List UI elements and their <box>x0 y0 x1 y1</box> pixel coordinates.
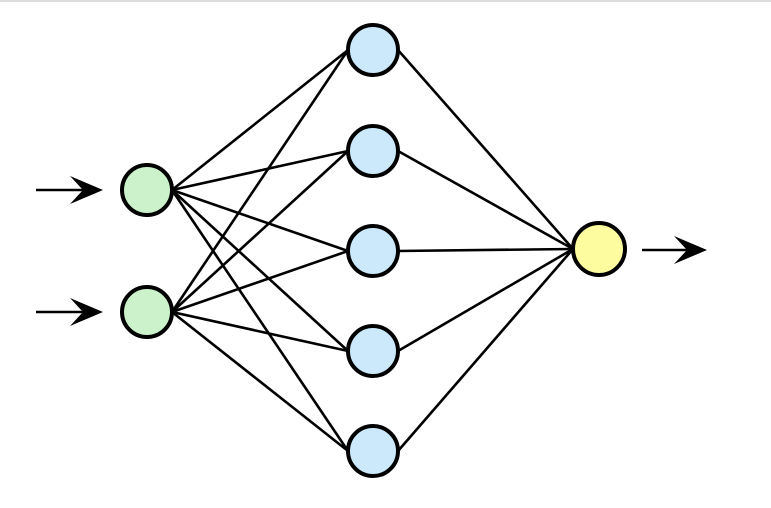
input-node-2 <box>120 285 174 339</box>
edge-h1-o1 <box>397 49 574 250</box>
hidden-node-5 <box>346 424 400 478</box>
output-arrow-head <box>674 236 707 264</box>
edge-h5-o1 <box>397 248 574 452</box>
edge-i2-h2 <box>171 150 349 313</box>
edge-i2-h4 <box>171 310 349 353</box>
hidden-node-4 <box>346 324 400 378</box>
output-node-1 <box>571 221 627 277</box>
hidden-node-1 <box>346 23 400 77</box>
edge-h4-o1 <box>397 247 574 353</box>
edge-i1-h2 <box>171 149 349 192</box>
edge-i2-h1 <box>170 49 350 313</box>
input-node-1 <box>120 163 174 217</box>
edge-i2-h5 <box>171 310 349 453</box>
input-arrow-1-head <box>70 176 103 204</box>
edge-h2-o1 <box>397 149 574 251</box>
edge-i1-h3 <box>171 188 349 253</box>
hidden-node-2 <box>346 124 400 178</box>
edge-i1-h1 <box>171 48 349 192</box>
hidden-node-3 <box>346 224 400 278</box>
edge-h3-o1 <box>397 247 574 253</box>
edge-i2-h3 <box>171 249 349 314</box>
edge-i1-h4 <box>171 189 349 352</box>
edge-i1-h5 <box>170 189 350 452</box>
input-arrow-2-head <box>70 298 103 326</box>
window-top-border <box>0 0 771 2</box>
